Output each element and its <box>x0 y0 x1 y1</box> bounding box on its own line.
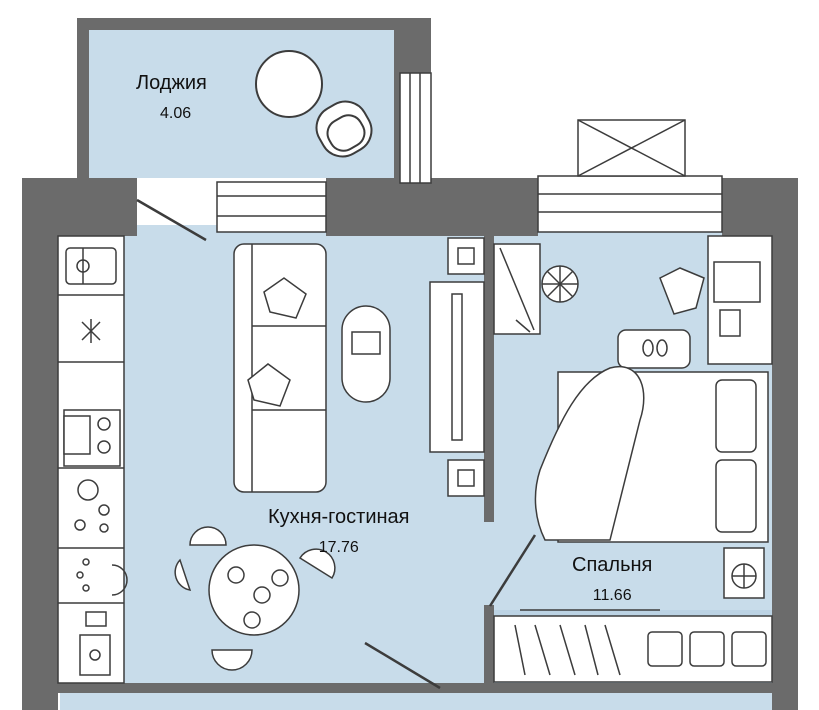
bedroom-name: Спальня <box>572 554 653 576</box>
bottom-wall <box>55 683 793 693</box>
kitchen-living-label: Кухня-гостиная 17.76 <box>268 506 410 557</box>
desk-icon <box>493 243 541 335</box>
window-kitchen <box>216 181 327 233</box>
drawers-icon <box>76 558 128 596</box>
dishwasher-icon <box>74 479 110 533</box>
loggia-area: 4.06 <box>160 105 192 122</box>
snowflake-icon <box>81 319 101 343</box>
loggia-wall-top <box>77 18 431 30</box>
loggia-window <box>399 72 432 184</box>
loggia-wall-left <box>77 18 89 183</box>
window-bedroom <box>537 175 723 233</box>
entry-door <box>364 641 441 690</box>
partition-wall <box>484 236 494 522</box>
loggia-wall-right-thin <box>394 73 400 183</box>
tv-stand-icon <box>429 237 485 497</box>
wardrobe-icon <box>493 609 773 683</box>
bedroom-label: Спальня 11.66 <box>572 554 652 605</box>
coffee-table-icon <box>341 305 391 403</box>
sink-icon <box>65 247 117 285</box>
bed-icon <box>534 365 769 543</box>
loggia-label: Лоджия 4.06 <box>136 72 207 123</box>
ventilation-box <box>577 119 686 177</box>
slippers-icon <box>617 329 691 369</box>
dining-table-icon <box>174 526 336 671</box>
loggia-name: Лоджия <box>136 72 207 94</box>
bedroom-door <box>488 534 537 607</box>
hall-floor-bottom <box>60 690 780 710</box>
outer-wall-right <box>772 178 798 710</box>
loggia-door <box>136 198 207 242</box>
armchair-icon <box>255 50 373 158</box>
kitchen-living-area: 17.76 <box>318 539 359 556</box>
kitchen-living-name: Кухня-гостиная <box>268 506 410 528</box>
walls <box>22 18 798 710</box>
outer-wall-top-left <box>22 178 137 236</box>
washer-icon <box>79 611 111 676</box>
ac-unit-icon <box>723 547 765 599</box>
partition-wall-lower <box>484 605 494 690</box>
sofa-icon <box>233 243 327 493</box>
bedroom-area: 11.66 <box>592 587 632 604</box>
doors <box>136 198 537 690</box>
fan-icon <box>541 265 579 303</box>
wall-top-mid <box>326 178 538 236</box>
stove-icon <box>63 409 121 467</box>
laptop-icon <box>659 235 773 365</box>
outer-wall-left <box>22 178 58 710</box>
loggia-wall-right <box>394 18 431 73</box>
